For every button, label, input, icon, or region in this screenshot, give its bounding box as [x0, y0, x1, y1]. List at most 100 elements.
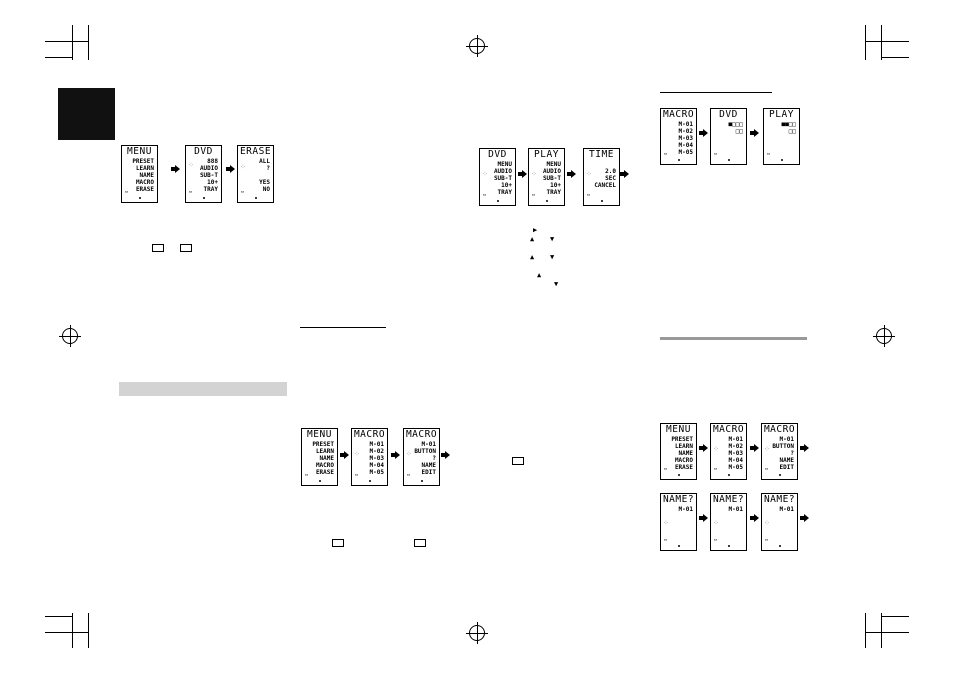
lcd-title: ERASE: [239, 146, 272, 157]
battery-icon: ▭: [483, 192, 487, 198]
lcd-display: DVD■□□□ □□ ▭: [710, 108, 747, 165]
blink-cursor-icon: ⁘: [586, 170, 592, 178]
right-arrow-icon: [340, 451, 349, 459]
lcd-display: TIME 2.0 SEC CANCEL⁘▭: [583, 148, 620, 206]
lcd-indicator-dot: [780, 159, 783, 161]
registration-mark-top: [466, 35, 488, 57]
lcd-title: MENU: [666, 424, 691, 435]
key-icon: [332, 539, 344, 547]
section-tab: [58, 88, 115, 140]
battery-icon: ▭: [355, 472, 359, 478]
nav-symbol: ▼: [550, 253, 555, 261]
lcd-menu-text: ALL ? YES NO: [259, 158, 270, 193]
lcd-title: MENU: [127, 146, 152, 157]
lcd-indicator-dot: [727, 474, 730, 476]
blink-cursor-icon: ⁘: [663, 519, 669, 527]
blink-cursor-icon: ⁘: [531, 170, 537, 178]
battery-icon: ▭: [765, 466, 769, 472]
battery-icon: ▭: [767, 151, 771, 157]
lcd-title: TIME: [589, 149, 614, 160]
lcd-indicator-dot: [545, 200, 548, 202]
lcd-title: NAME?: [662, 494, 695, 505]
lcd-title: NAME?: [712, 494, 745, 505]
blink-cursor-icon: ⁘: [764, 519, 770, 527]
right-arrow-icon: [226, 165, 235, 173]
lcd-indicator-dot: [778, 474, 781, 476]
lcd-indicator-dot: [496, 200, 499, 202]
key-icon: [152, 244, 164, 252]
nav-symbol: ▲: [530, 235, 535, 243]
battery-icon: ▭: [714, 537, 718, 543]
nav-symbol: ▼: [550, 235, 555, 243]
lcd-menu-text: MENU AUDIO SUB-T 10+ TRAY: [542, 161, 561, 196]
right-arrow-icon: [800, 444, 809, 452]
right-arrow-icon: [620, 170, 629, 178]
lcd-indicator-dot: [677, 474, 680, 476]
lcd-indicator-dot: [318, 480, 321, 482]
lcd-title: MENU: [307, 429, 332, 440]
blink-cursor-icon: ⁘: [406, 450, 412, 458]
right-arrow-icon: [567, 170, 576, 178]
lcd-title: DVD: [488, 149, 507, 160]
section-heading-bar: [119, 382, 287, 396]
lcd-title: PLAY: [769, 109, 794, 120]
right-arrow-icon: [699, 514, 708, 522]
lcd-title: NAME?: [763, 494, 796, 505]
lcd-indicator-dot: [254, 197, 257, 199]
lcd-menu-text: PRESET LEARN NAME MACRO ERASE: [132, 158, 154, 193]
registration-mark-left: [59, 325, 81, 347]
blink-cursor-icon: ⁘: [764, 445, 770, 453]
lcd-menu-text: ■■□□ □□: [781, 121, 796, 135]
lcd-indicator-dot: [368, 480, 371, 482]
nav-symbol: ▼: [554, 280, 559, 288]
blink-cursor-icon: ⁘: [188, 161, 194, 169]
battery-icon: ▭: [664, 537, 668, 543]
lcd-display: NAME?M-01⁘▭: [660, 493, 697, 551]
blink-cursor-icon: ⁘: [713, 519, 719, 527]
lcd-title: MACRO: [405, 429, 438, 440]
right-arrow-icon: [750, 514, 759, 522]
lcd-menu-text: M-01 M-02 M-03 M-04 M-05: [369, 441, 384, 476]
registration-mark-bottom: [466, 622, 488, 644]
blink-cursor-icon: ⁘: [240, 163, 246, 171]
lcd-title: MACRO: [353, 429, 386, 440]
lcd-menu-text: M-01: [779, 506, 794, 513]
lcd-title: DVD: [719, 109, 738, 120]
blink-cursor-icon: ⁘: [482, 170, 488, 178]
lcd-menu-text: PRESET LEARN NAME MACRO ERASE: [671, 436, 693, 471]
lcd-menu-text: M-01 BUTTON ? NAME EDIT: [772, 436, 794, 471]
nav-symbol: ▲: [530, 253, 535, 261]
right-arrow-icon: [750, 129, 759, 137]
key-icon: [512, 457, 524, 465]
lcd-menu-text: 888 AUDIO SUB-T 10+ TRAY: [199, 158, 218, 193]
right-arrow-icon: [699, 444, 708, 452]
key-icon: [180, 244, 192, 252]
nav-symbol: ▶: [533, 226, 538, 234]
lcd-indicator-dot: [420, 480, 423, 482]
battery-icon: ▭: [587, 192, 591, 198]
section-heading-bar: [660, 337, 807, 340]
blink-cursor-icon: ⁘: [713, 445, 719, 453]
lcd-menu-text: ■□□□ □□: [728, 121, 743, 135]
battery-icon: ▭: [765, 537, 769, 543]
right-arrow-icon: [518, 170, 527, 178]
right-arrow-icon: [391, 451, 400, 459]
section-rule: [660, 92, 772, 93]
battery-icon: ▭: [305, 472, 309, 478]
battery-icon: ▭: [125, 189, 129, 195]
battery-icon: ▭: [241, 189, 245, 195]
lcd-menu-text: M-01 BUTTON ? NAME EDIT: [414, 441, 436, 476]
battery-icon: ▭: [714, 151, 718, 157]
lcd-menu-text: PRESET LEARN NAME MACRO ERASE: [312, 441, 334, 476]
lcd-title: MACRO: [712, 424, 745, 435]
lcd-menu-text: MENU AUDIO SUB-T 10+ TRAY: [493, 161, 512, 196]
lcd-indicator-dot: [138, 197, 141, 199]
registration-mark-right: [873, 325, 895, 347]
lcd-title: DVD: [194, 146, 213, 157]
lcd-indicator-dot: [600, 200, 603, 202]
